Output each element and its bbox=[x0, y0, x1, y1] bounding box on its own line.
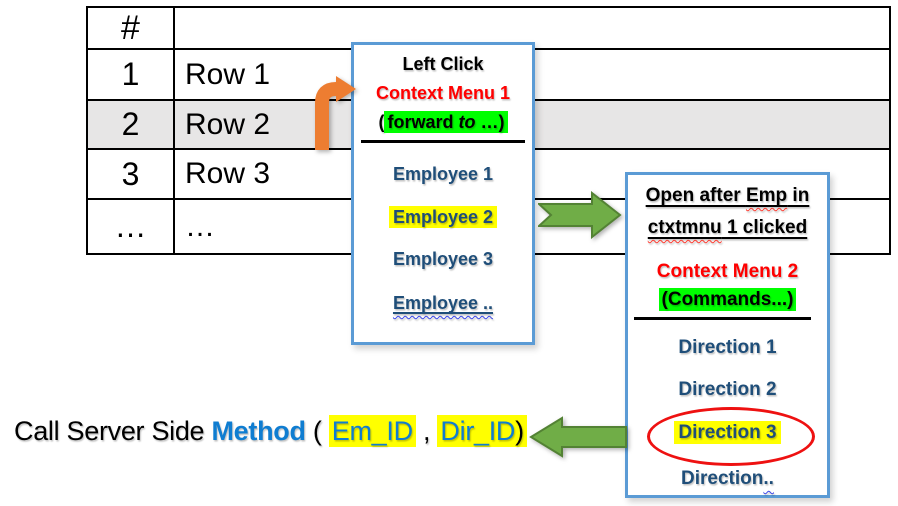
menu-item-label-highlighted: Employee 2 bbox=[388, 206, 498, 228]
open-paren: ( bbox=[305, 416, 329, 446]
row-number-cell: … bbox=[88, 200, 175, 253]
menu-item-direction-1[interactable]: Direction 1 bbox=[628, 337, 827, 359]
param-dir-id-text: Dir_ID bbox=[440, 416, 516, 446]
menu1-subtitle-highlight: forward to …) bbox=[384, 111, 508, 133]
note-text-misspelled: Emp bbox=[745, 185, 788, 206]
param-em-id: Em_ID bbox=[328, 415, 416, 447]
context-menu-2: Open after Emp in ctxtmnu 1 clicked Cont… bbox=[625, 172, 830, 498]
menu-item-label: Employee .. bbox=[392, 293, 494, 313]
green-arrow-left-icon bbox=[529, 416, 627, 458]
comma: , bbox=[415, 416, 438, 446]
menu-item-employee-1[interactable]: Employee 1 bbox=[354, 163, 532, 185]
menu-item-employee-3[interactable]: Employee 3 bbox=[354, 248, 532, 270]
green-arrow-right-icon bbox=[538, 191, 622, 239]
param-dir-id: Dir_ID) bbox=[437, 415, 527, 447]
context-menu-1: Left Click Context Menu 1 (forward to …)… bbox=[351, 42, 535, 345]
menu2-subtitle-highlight: (Commands...) bbox=[658, 288, 797, 311]
close-paren: ) bbox=[515, 416, 524, 446]
menu2-heading-title: Context Menu 2 bbox=[656, 261, 799, 282]
menu1-subtitle: (forward to …) bbox=[354, 111, 532, 133]
note-text: 1 clicked bbox=[721, 217, 808, 238]
row-number-cell: 2 bbox=[88, 101, 175, 148]
row-label-cell: … bbox=[185, 209, 215, 243]
method-word: Method bbox=[211, 416, 306, 446]
menu-item-label: Direction 1 bbox=[678, 337, 777, 358]
note-text: in bbox=[787, 185, 810, 206]
menu-item-employee-2[interactable]: Employee 2 bbox=[354, 206, 532, 228]
red-circle-annotation bbox=[647, 407, 815, 466]
menu-item-employee-more[interactable]: Employee .. bbox=[354, 292, 532, 314]
menu1-subtitle-dots: …) bbox=[475, 112, 505, 132]
row-number-cell: 1 bbox=[88, 50, 175, 99]
menu-item-label: Direction 2 bbox=[678, 379, 777, 400]
call-text-prefix: Call Server Side bbox=[14, 416, 212, 446]
row-label-cell: Row 2 bbox=[185, 107, 271, 141]
menu1-subtitle-word: forward bbox=[387, 112, 459, 132]
note-text-misspelled: ctxtmnu bbox=[647, 217, 722, 238]
orange-elbow-arrow-icon bbox=[315, 76, 356, 150]
menu-item-label: Employee 1 bbox=[392, 164, 494, 184]
row-number-cell: 3 bbox=[88, 150, 175, 198]
header-number-cell: # bbox=[88, 8, 175, 48]
menu-item-direction-2[interactable]: Direction 2 bbox=[628, 379, 827, 401]
menu-item-direction-more[interactable]: Direction.. bbox=[628, 468, 827, 490]
menu-item-label-dots: .. bbox=[763, 468, 774, 489]
menu2-divider bbox=[634, 317, 811, 320]
menu1-subtitle-paren: ( bbox=[378, 112, 385, 132]
menu2-note-line2: ctxtmnu 1 clicked bbox=[628, 217, 827, 239]
menu2-subtitle: (Commands...) bbox=[628, 288, 827, 311]
row-label-cell: Row 3 bbox=[185, 157, 271, 190]
menu1-heading-title: Context Menu 1 bbox=[375, 83, 510, 103]
menu2-note-line1: Open after Emp in bbox=[628, 185, 827, 207]
menu1-heading-left-click: Left Click bbox=[402, 54, 484, 74]
server-call-text: Call Server Side Method ( Em_ID , Dir_ID… bbox=[14, 415, 527, 447]
note-text: Open after bbox=[645, 185, 746, 206]
menu-item-label: Employee 3 bbox=[392, 249, 494, 269]
menu1-divider bbox=[361, 140, 525, 143]
row-label-cell: Row 1 bbox=[185, 57, 271, 91]
menu-item-label: Direction bbox=[681, 468, 764, 489]
menu1-subtitle-italic-word: to bbox=[458, 112, 476, 132]
